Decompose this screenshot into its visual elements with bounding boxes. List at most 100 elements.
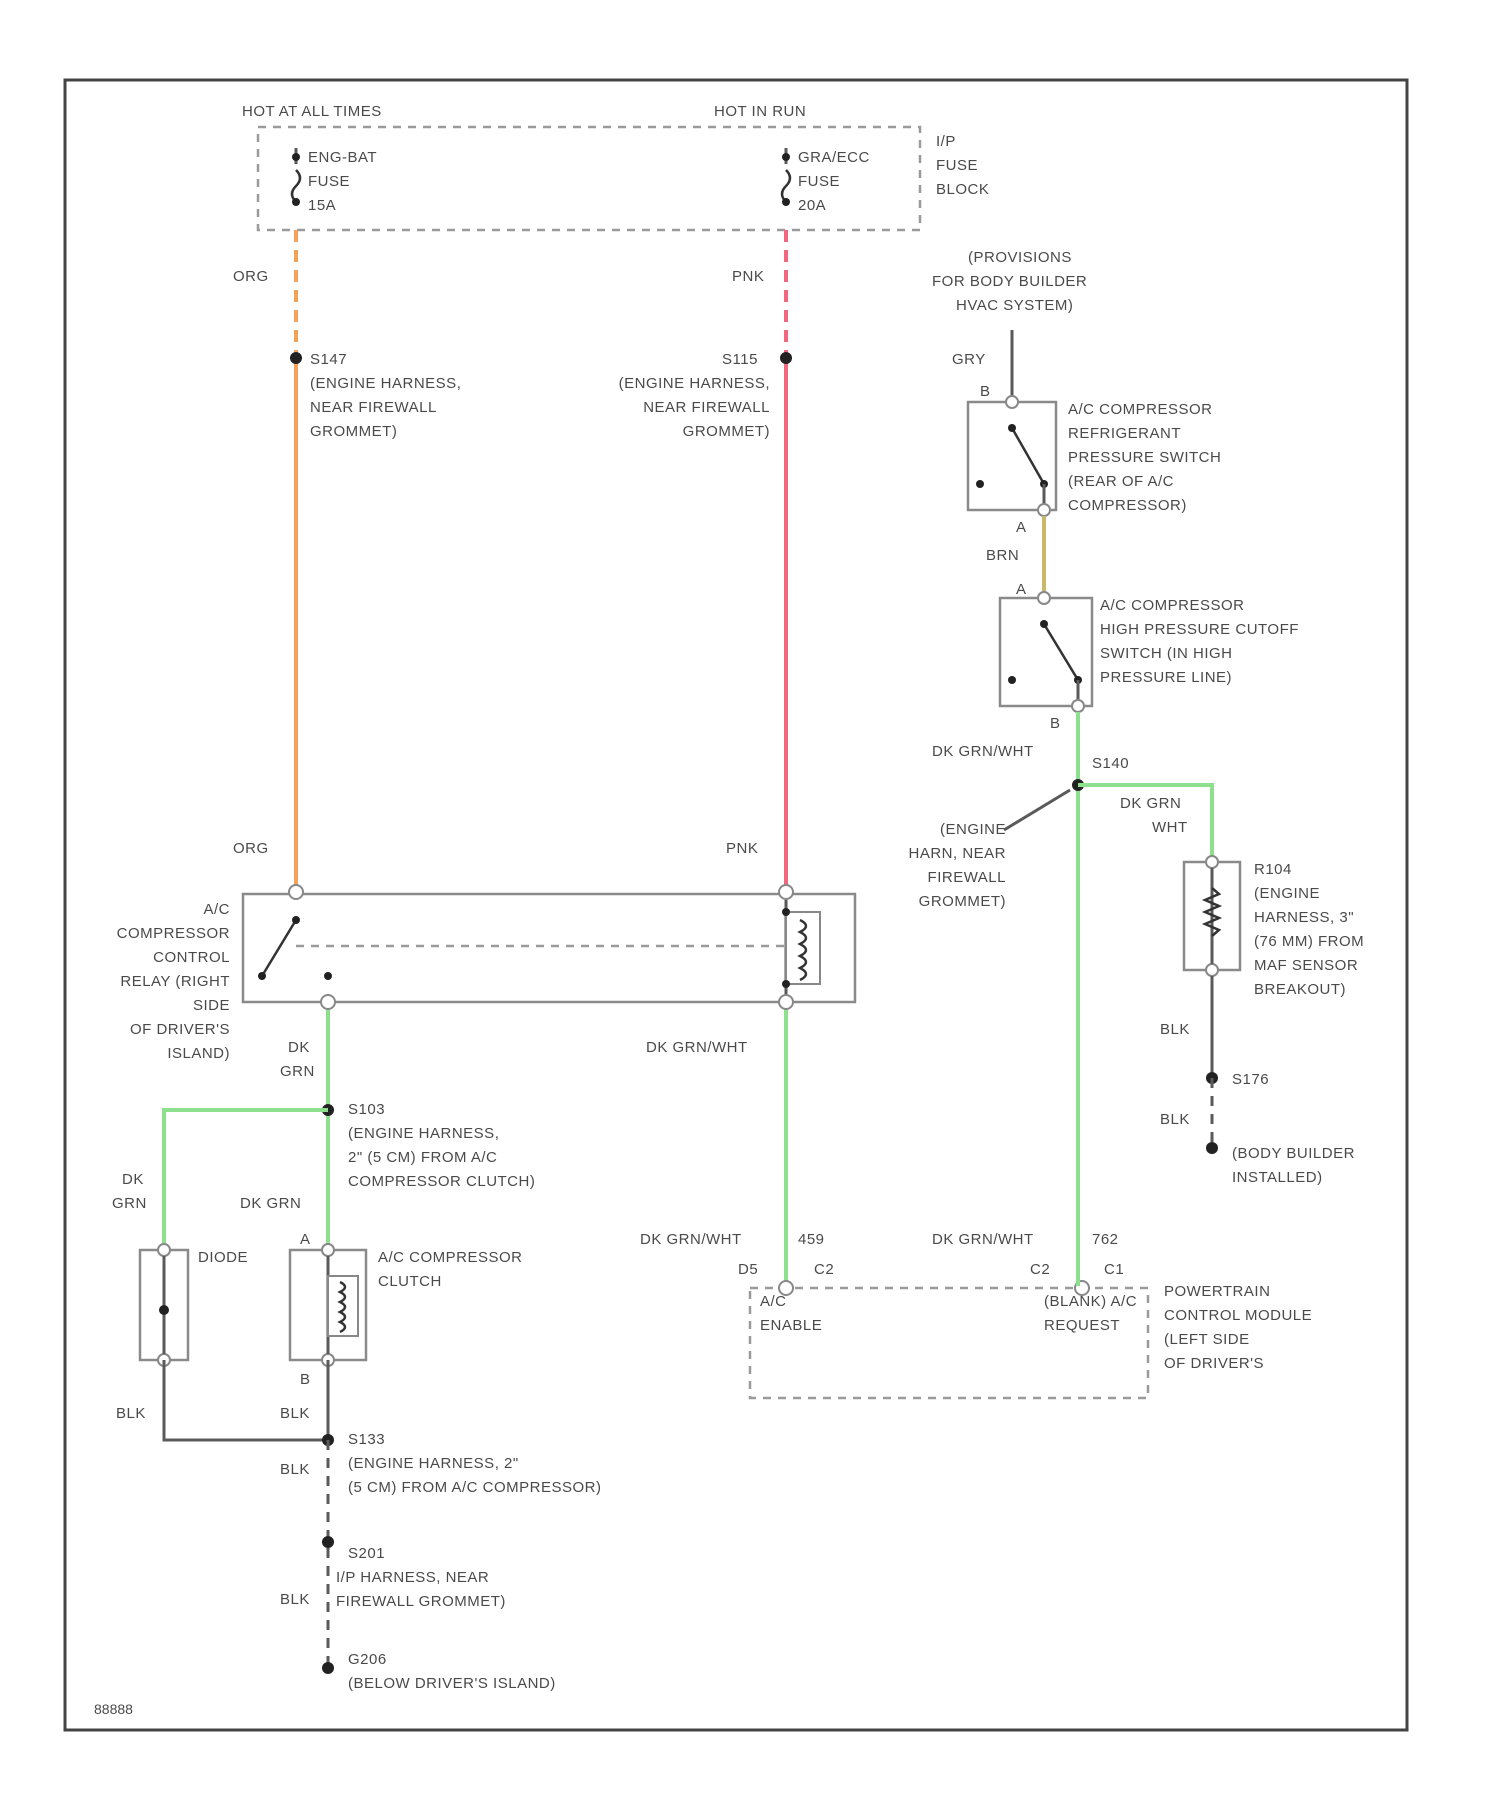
clutch-label-1: A/C COMPRESSOR: [378, 1249, 523, 1266]
pcm-label-3: (LEFT SIDE: [1164, 1331, 1250, 1348]
wire-459-label: 459: [798, 1231, 825, 1248]
pressure-switch-label-5: COMPRESSOR): [1068, 497, 1187, 514]
dk-grn-diode-label-2: GRN: [112, 1195, 147, 1212]
s140-desc-2: HARN, NEAR: [908, 845, 1006, 862]
s140-label: S140: [1092, 755, 1129, 772]
dk-grn-wht-label-5b: WHT: [1152, 819, 1188, 836]
s140-desc-1: (ENGINE: [940, 821, 1006, 838]
pnk-wire-label-top: PNK: [732, 268, 764, 285]
s140-desc-3: FIREWALL: [928, 869, 1006, 886]
pin-a-pressure: A: [1016, 519, 1027, 536]
pressure-switch-label-1: A/C COMPRESSOR: [1068, 401, 1213, 418]
gry-label: GRY: [952, 351, 986, 368]
s147-label-2: (ENGINE HARNESS,: [310, 375, 461, 392]
eng-bat-fuse-label-1: ENG-BAT: [308, 149, 377, 166]
clutch-label-2: CLUTCH: [378, 1273, 442, 1290]
blk-label-1: BLK: [116, 1405, 146, 1422]
s115-splice: [780, 352, 792, 364]
s147-label-4: GROMMET): [310, 423, 397, 440]
relay-label-5: SIDE: [193, 997, 230, 1014]
cutoff-switch-label-3: SWITCH (IN HIGH: [1100, 645, 1233, 662]
r104-label-2: (ENGINE: [1254, 885, 1320, 902]
pressure-switch-label-2: REFRIGERANT: [1068, 425, 1181, 442]
diode-label: DIODE: [198, 1249, 248, 1266]
pressure-switch-label-3: PRESSURE SWITCH: [1068, 449, 1221, 466]
blk-label-2: BLK: [280, 1405, 310, 1422]
s201-splice: [322, 1536, 334, 1548]
gra-ecc-fuse-label-2: FUSE: [798, 173, 840, 190]
pcm-label-1: POWERTRAIN: [1164, 1283, 1270, 1300]
gra-ecc-fuse-label-3: 20A: [798, 197, 826, 214]
dk-grn-wht-label-2: DK GRN/WHT: [640, 1231, 742, 1248]
blk-label-3: BLK: [280, 1461, 310, 1478]
diagram-id: 88888: [94, 1701, 133, 1717]
dk-grn-clutch-label: DK GRN: [240, 1195, 301, 1212]
r104-label-5: MAF SENSOR: [1254, 957, 1358, 974]
s115-label-4: GROMMET): [683, 423, 770, 440]
diagram-frame: [65, 80, 1407, 1730]
ac-enable-label-1: A/C: [760, 1293, 787, 1310]
s147-label-3: NEAR FIREWALL: [310, 399, 437, 416]
ip-fuse-block-label-2: FUSE: [936, 157, 978, 174]
pnk-wire-label-bottom: PNK: [726, 840, 758, 857]
eng-bat-fuse: [292, 148, 300, 206]
s176-label: S176: [1232, 1071, 1269, 1088]
s115-label-3: NEAR FIREWALL: [643, 399, 770, 416]
pin-d5: D5: [738, 1261, 758, 1278]
s115-label-2: (ENGINE HARNESS,: [619, 375, 770, 392]
body-builder-label-2: INSTALLED): [1232, 1169, 1323, 1186]
g206-label-2: (BELOW DRIVER'S ISLAND): [348, 1675, 556, 1692]
s201-label-1: S201: [348, 1545, 385, 1562]
body-builder-ground: [1206, 1142, 1218, 1154]
s103-label-3: 2" (5 CM) FROM A/C: [348, 1149, 497, 1166]
provision-label-2: FOR BODY BUILDER: [932, 273, 1087, 290]
relay-label-2: COMPRESSOR: [117, 925, 230, 942]
r104-label-3: HARNESS, 3": [1254, 909, 1354, 926]
provision-label-3: HVAC SYSTEM): [956, 297, 1073, 314]
gra-ecc-fuse-label-1: GRA/ECC: [798, 149, 870, 166]
pin-c2-request: C2: [1030, 1261, 1050, 1278]
s133-label-2: (ENGINE HARNESS, 2": [348, 1455, 519, 1472]
s140-leader: [1004, 790, 1070, 830]
relay-label-6: OF DRIVER'S: [130, 1021, 230, 1038]
org-wire-label-top: ORG: [233, 268, 269, 285]
cutoff-switch-contact: [1044, 624, 1078, 680]
dk-grn-relay-label-1: DK: [288, 1039, 310, 1056]
s103-label-2: (ENGINE HARNESS,: [348, 1125, 499, 1142]
pin-b-pressure: B: [980, 383, 991, 400]
blk-label-6: BLK: [1160, 1111, 1190, 1128]
pin-a-cutoff: A: [1016, 581, 1027, 598]
pin-b-cutoff: B: [1050, 715, 1061, 732]
s103-label-4: COMPRESSOR CLUTCH): [348, 1173, 535, 1190]
relay-label-1: A/C: [203, 901, 230, 918]
s103-label-1: S103: [348, 1101, 385, 1118]
dk-grn-diode-wire: [164, 1110, 328, 1246]
s133-label-3: (5 CM) FROM A/C COMPRESSOR): [348, 1479, 602, 1496]
relay-label-3: CONTROL: [153, 949, 230, 966]
dk-grn-wht-label-1: DK GRN/WHT: [646, 1039, 748, 1056]
pressure-switch-contact: [1012, 428, 1044, 484]
r104-label-4: (76 MM) FROM: [1254, 933, 1364, 950]
pin-b-clutch: B: [300, 1371, 311, 1388]
s201-label-2: I/P HARNESS, NEAR: [336, 1569, 489, 1586]
g206-ground: [322, 1662, 334, 1674]
s147-splice: [290, 352, 302, 364]
pin-c2-enable: C2: [814, 1261, 834, 1278]
request-label-2: REQUEST: [1044, 1317, 1120, 1334]
gra-ecc-fuse: [782, 148, 790, 206]
dk-grn-wht-label-5a: DK GRN: [1120, 795, 1181, 812]
r104-label-1: R104: [1254, 861, 1292, 878]
s140-desc-4: GROMMET): [919, 893, 1006, 910]
dk-grn-wht-label-4: DK GRN/WHT: [932, 1231, 1034, 1248]
s133-label-1: S133: [348, 1431, 385, 1448]
wire-762-label: 762: [1092, 1231, 1119, 1248]
s147-label-1: S147: [310, 351, 347, 368]
r104-label-6: BREAKOUT): [1254, 981, 1346, 998]
eng-bat-fuse-label-3: 15A: [308, 197, 336, 214]
s115-label-1: S115: [722, 351, 758, 368]
s201-label-3: FIREWALL GROMMET): [336, 1593, 506, 1610]
hot-at-all-times-label: HOT AT ALL TIMES: [242, 103, 382, 120]
hot-in-run-label: HOT IN RUN: [714, 103, 806, 120]
ip-fuse-block-label-1: I/P: [936, 133, 956, 150]
